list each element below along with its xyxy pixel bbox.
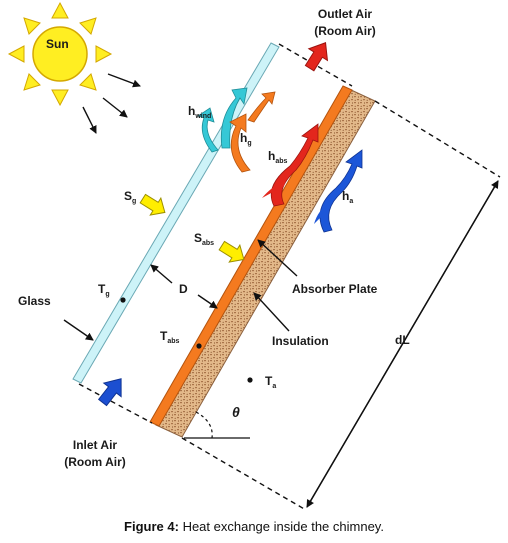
h-abs-label: habs	[268, 149, 288, 165]
absorber-plate	[149, 85, 353, 427]
inlet-air-sublabel: (Room Air)	[64, 455, 126, 469]
d-gap-arrow-absorber	[197, 294, 218, 309]
glass-temperature-point	[120, 297, 126, 303]
h-g-label: hg	[240, 131, 252, 147]
d-label: D	[179, 282, 188, 296]
absorber-convection-arrow-tail	[262, 180, 286, 198]
outlet-air-label: Outlet Air	[318, 7, 373, 21]
h-wind-label: hwind	[188, 104, 211, 120]
wind-convection-arrow	[220, 87, 248, 149]
s-abs-label: Sabs	[194, 231, 214, 247]
h-a-label: ha	[342, 189, 353, 205]
base-dashed-line	[181, 437, 307, 511]
sun-label: Sun	[46, 37, 69, 51]
inlet-air-label: Inlet Air	[73, 438, 118, 452]
t-abs-label: Tabs	[160, 329, 180, 345]
absorber-pointer-arrow	[257, 239, 298, 277]
sun-ray-arrow	[102, 97, 128, 118]
insulation-pointer-arrow	[253, 292, 290, 332]
glass-pointer-arrow	[63, 319, 94, 341]
wind-convection-arrow-tail	[197, 107, 219, 153]
solar-absorber-arrow	[218, 240, 245, 263]
caption-label: Figure 4:	[124, 519, 179, 534]
absorber-temperature-point	[196, 343, 202, 349]
ambient-convection-arrow-tail	[314, 202, 330, 224]
d-gap-arrow-glass	[150, 264, 173, 284]
glass-convection-arrow	[229, 113, 251, 173]
bottom-dashed-line	[78, 383, 153, 424]
inlet-air-arrow	[97, 378, 122, 407]
sun-ray-arrow	[82, 106, 97, 134]
caption-text: Heat exchange inside the chimney.	[178, 519, 384, 534]
glass-panel	[72, 42, 280, 384]
absorber-plate-label: Absorber Plate	[292, 282, 378, 296]
sun-icon	[7, 1, 113, 107]
figure-caption: Figure 4: Heat exchange inside the chimn…	[0, 519, 508, 534]
glass-convection-arrow-head	[247, 91, 276, 123]
right-dashed-line	[374, 100, 501, 178]
t-a-label: Ta	[265, 374, 276, 390]
dl-label: dL	[395, 333, 410, 347]
ambient-temperature-point	[247, 377, 253, 383]
ambient-convection-arrow	[319, 149, 363, 233]
glass-label: Glass	[18, 294, 51, 308]
solar-glass-arrow	[139, 193, 166, 216]
outlet-air-sublabel: (Room Air)	[314, 24, 376, 38]
angle-arc	[195, 411, 213, 439]
t-g-label: Tg	[98, 282, 110, 298]
dl-arrow-up	[306, 180, 499, 508]
sun-ray-arrow	[107, 73, 141, 88]
sun-ray-arrows	[82, 73, 141, 134]
theta-label: θ	[232, 404, 240, 420]
s-g-label: Sg	[124, 189, 136, 205]
outlet-air-arrow	[304, 42, 329, 72]
insulation-label: Insulation	[272, 334, 329, 348]
